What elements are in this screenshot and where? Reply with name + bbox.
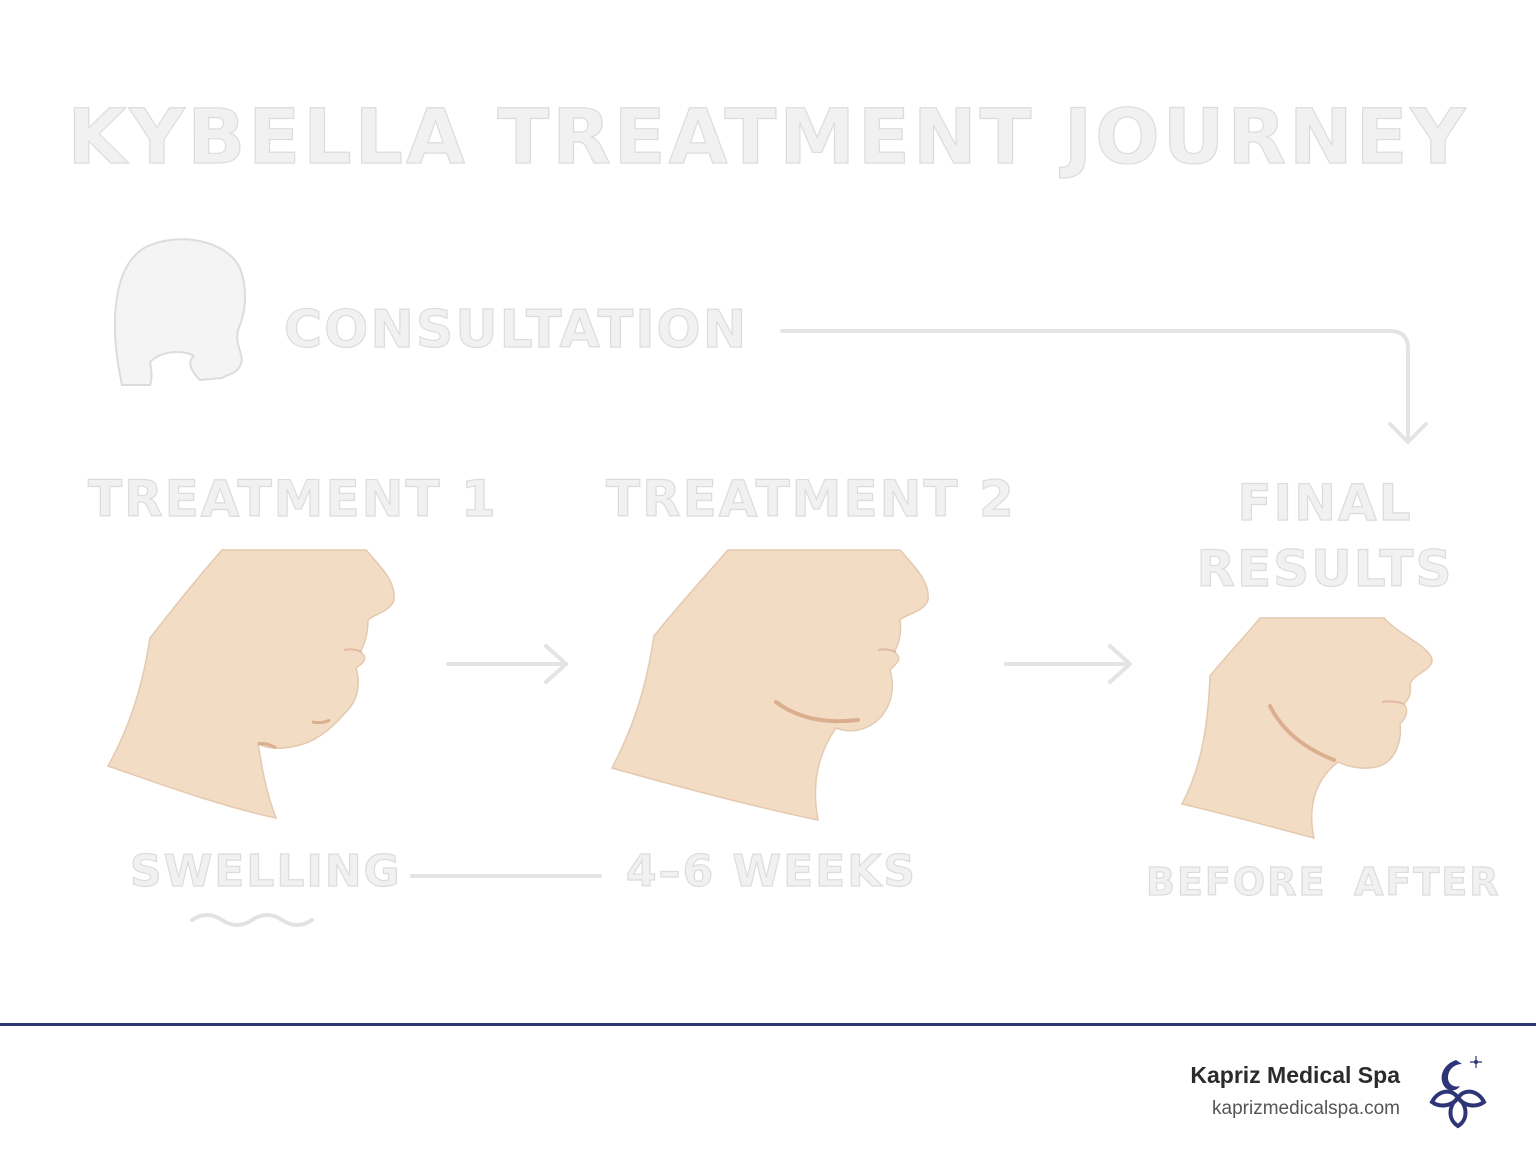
treatment-2-face	[610, 549, 929, 821]
final-results-face	[1180, 617, 1433, 840]
treatment-2-label: TREATMENT 2	[605, 469, 1016, 528]
consultation-label: CONSULTATION	[283, 299, 749, 360]
elbow-arrow-icon	[780, 329, 1428, 444]
arrow-right-icon	[1004, 644, 1132, 684]
swelling-label: SWELLING	[129, 845, 402, 897]
page-title: KYBELLA TREATMENT JOURNEY	[67, 91, 1469, 181]
woman-profile-icon	[113, 238, 247, 386]
interval-label: 4–6 WEEKS	[625, 845, 917, 897]
before-label: BEFORE	[1145, 859, 1327, 904]
treatment-1-label: TREATMENT 1	[87, 469, 498, 528]
footer-divider	[0, 1023, 1536, 1026]
arrow-right-icon	[446, 644, 568, 684]
brand-name: Kapriz Medical Spa	[1190, 1062, 1400, 1088]
final-results-label: FINAL RESULTS	[1196, 473, 1454, 598]
swelling-wave-icon	[190, 913, 314, 927]
kapriz-logo-icon	[1429, 1056, 1487, 1129]
after-label: AFTER	[1353, 859, 1501, 904]
treatment-1-face	[106, 549, 395, 820]
brand-url[interactable]: kaprizmedicalspa.com	[1212, 1098, 1400, 1119]
